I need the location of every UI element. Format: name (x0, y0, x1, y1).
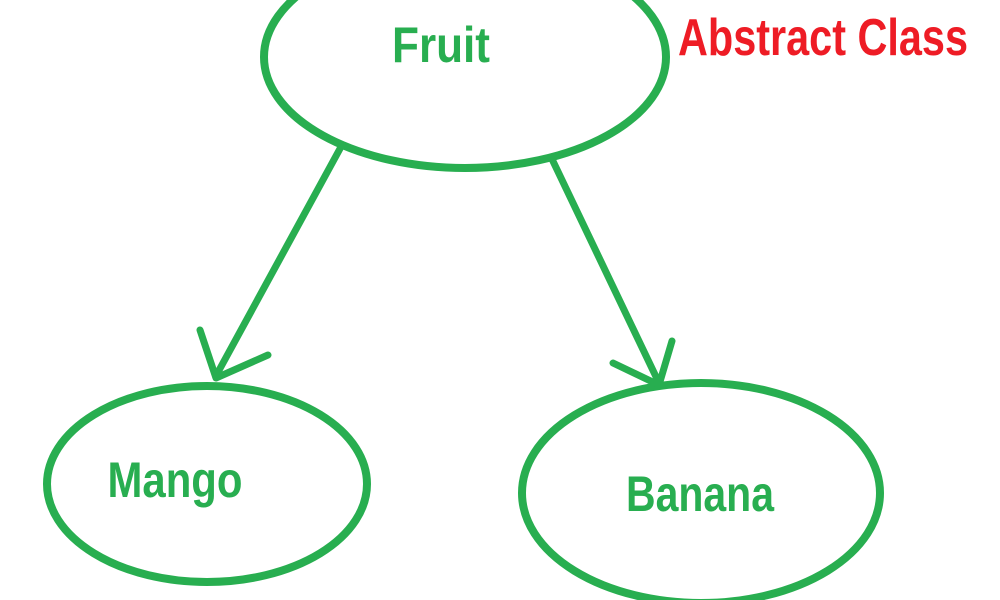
edge-fruit-mango-line (213, 141, 346, 378)
node-mango-ellipse (43, 382, 371, 586)
node-banana-ellipse (518, 379, 884, 600)
node-fruit-label: Fruit (392, 17, 490, 73)
node-banana-label: Banana (626, 466, 775, 522)
edge-fruit-mango-arrowhead (196, 326, 272, 382)
node-mango-label: Mango (108, 452, 243, 508)
edge-fruit-banana-line (547, 153, 663, 387)
edge-fruit-banana-arrowhead (609, 337, 676, 389)
node-fruit-ellipse (260, 0, 670, 172)
abstract-class-annotation: Abstract Class (678, 9, 968, 67)
